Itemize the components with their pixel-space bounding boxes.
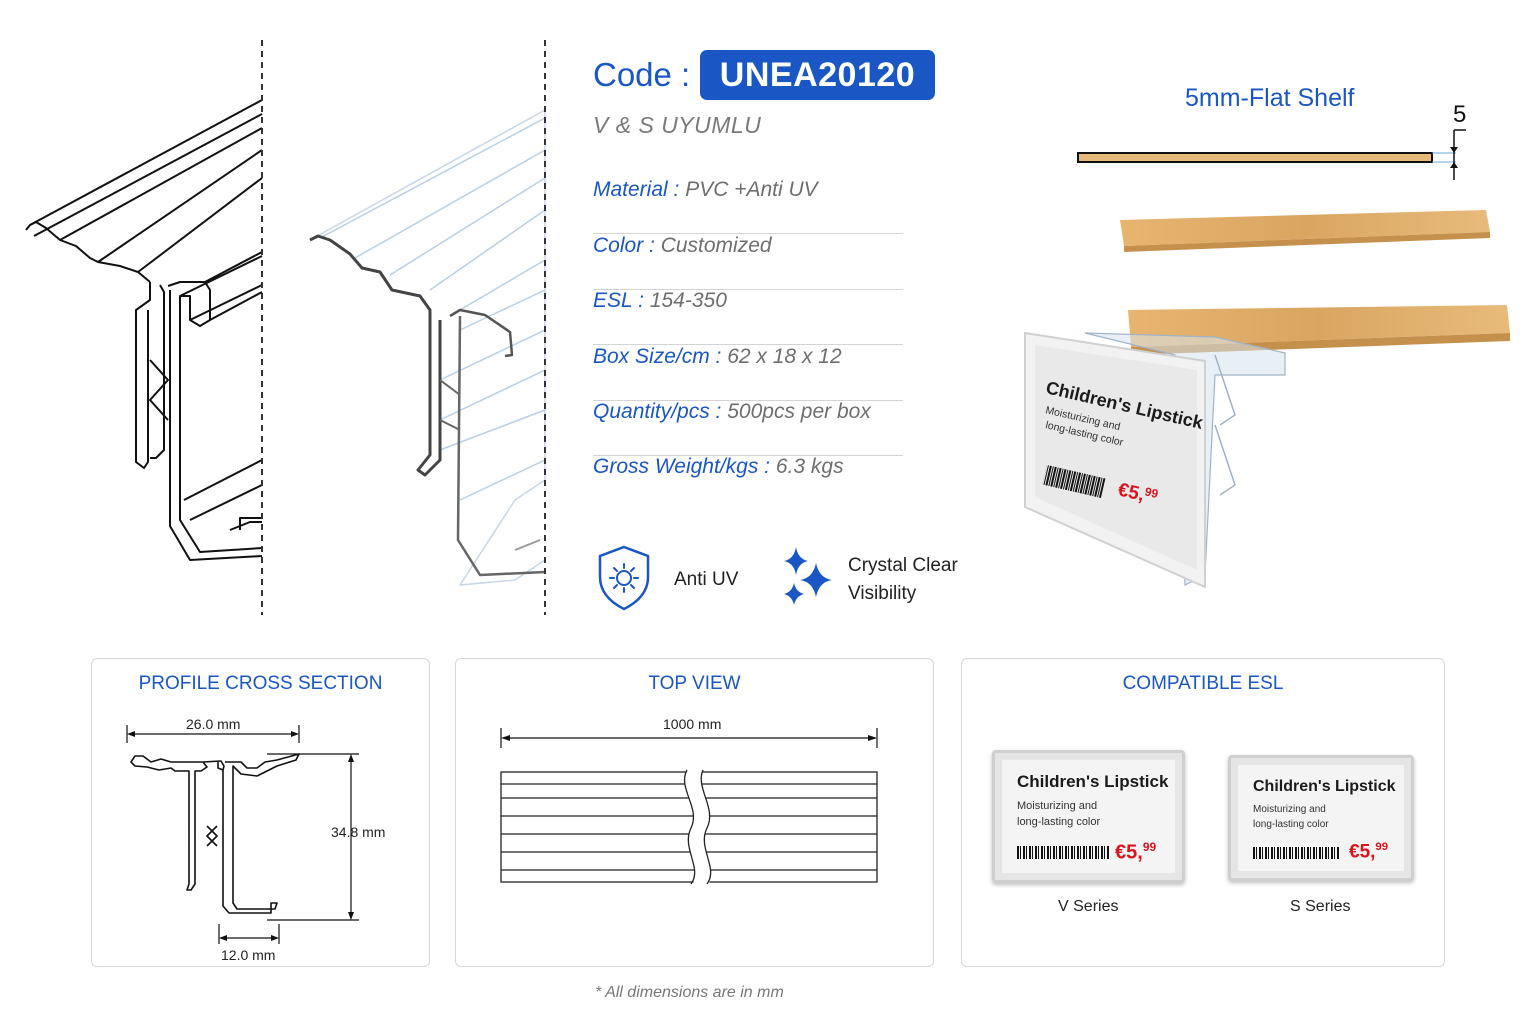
spec-key: Color : [593,234,655,257]
spec-row-box-size: Box Size/cm : 62 x 18 x 12 [593,345,903,401]
shield-sun-icon [598,545,650,611]
spec-row-esl: ESL : 154-350 [593,289,903,345]
spec-key: Quantity/pcs : [593,400,722,423]
spec-value: PVC +Anti UV [685,178,818,201]
spec-row-color: Color : Customized [593,234,903,290]
spec-key: Material : [593,178,680,201]
esl-screen: Children's Lipstick Moisturizing and lon… [1238,765,1404,871]
top-view-length-label: 1000 mm [663,716,722,732]
feature-anti-uv-label: Anti UV [674,569,739,590]
profile-clear-render [309,40,546,615]
spec-value: 154-350 [649,289,727,312]
panel-title: COMPATIBLE ESL [1122,673,1284,694]
wood-shelf-plank [1120,210,1490,252]
sparkle-icon [784,547,832,605]
esl-desc-line2: long-lasting color [1253,819,1329,830]
panel-title: PROFILE CROSS SECTION [138,673,383,694]
spec-key: ESL : [593,289,644,312]
esl-desc: Moisturizing and long-lasting color [1253,802,1329,832]
barcode [1253,847,1339,859]
feature-line-2: Visibility [848,583,917,604]
product-code-badge: UNEA20120 [700,50,935,100]
esl-title: Children's Lipstick [1017,772,1169,791]
cross-section-bottom-label: 12.0 mm [221,947,276,963]
shelf-title: 5mm-Flat Shelf [1185,84,1355,112]
panel-title: TOP VIEW [648,673,741,694]
esl-desc-line2: long-lasting color [1017,816,1101,828]
cross-section-drawing [126,725,359,944]
panel-profile-cross-section: PROFILE CROSS SECTION [91,658,430,967]
render-esl-price: €5,99 [1116,478,1160,508]
spec-value: Customized [660,234,772,257]
spec-value: 6.3 kgs [775,455,844,478]
esl-title: Children's Lipstick [1253,778,1396,795]
esl-screen: Children's Lipstick Moisturizing and lon… [1002,760,1175,873]
cross-section-width-label: 26.0 mm [186,716,241,732]
cross-section-height-label: 34.8 mm [331,824,386,840]
shelf-with-esl-render: Children's Lipstick Moisturizing and lon… [1024,305,1510,589]
feature-crystal-clear-label: Crystal Clear Visibility [848,552,958,608]
esl-desc: Moisturizing and long-lasting color [1017,798,1100,830]
esl-price: €5,99 [1115,840,1157,864]
code-label: Code : [593,56,691,93]
top-view-drawing [500,728,878,888]
compatibility-subtitle: V & S UYUMLU [593,112,762,138]
esl-desc-line1: Moisturizing and [1017,800,1098,812]
flat-shelf-diagram [1077,129,1466,180]
spec-key: Box Size/cm : [593,345,722,368]
esl-price: €5,99 [1349,841,1389,863]
footnote: * All dimensions are in mm [595,984,784,1001]
spec-row-gross-weight: Gross Weight/kgs : 6.3 kgs [593,455,903,511]
s-series-label: S Series [1290,898,1351,915]
spec-row-material: Material : PVC +Anti UV [593,178,903,234]
barcode [1017,846,1109,859]
spec-row-quantity: Quantity/pcs : 500pcs per box [593,400,903,456]
spec-value: 500pcs per box [727,400,871,423]
profile-line-drawing [25,40,263,615]
feature-line-1: Crystal Clear [848,555,958,576]
esl-desc-line1: Moisturizing and [1253,804,1326,815]
spec-value: 62 x 18 x 12 [727,345,842,368]
v-series-label: V Series [1058,898,1119,915]
esl-v-series-card: Children's Lipstick Moisturizing and lon… [992,750,1185,883]
spec-key: Gross Weight/kgs : [593,455,771,478]
shelf-thickness-label: 5 [1453,101,1467,128]
esl-s-series-card: Children's Lipstick Moisturizing and lon… [1228,755,1414,881]
